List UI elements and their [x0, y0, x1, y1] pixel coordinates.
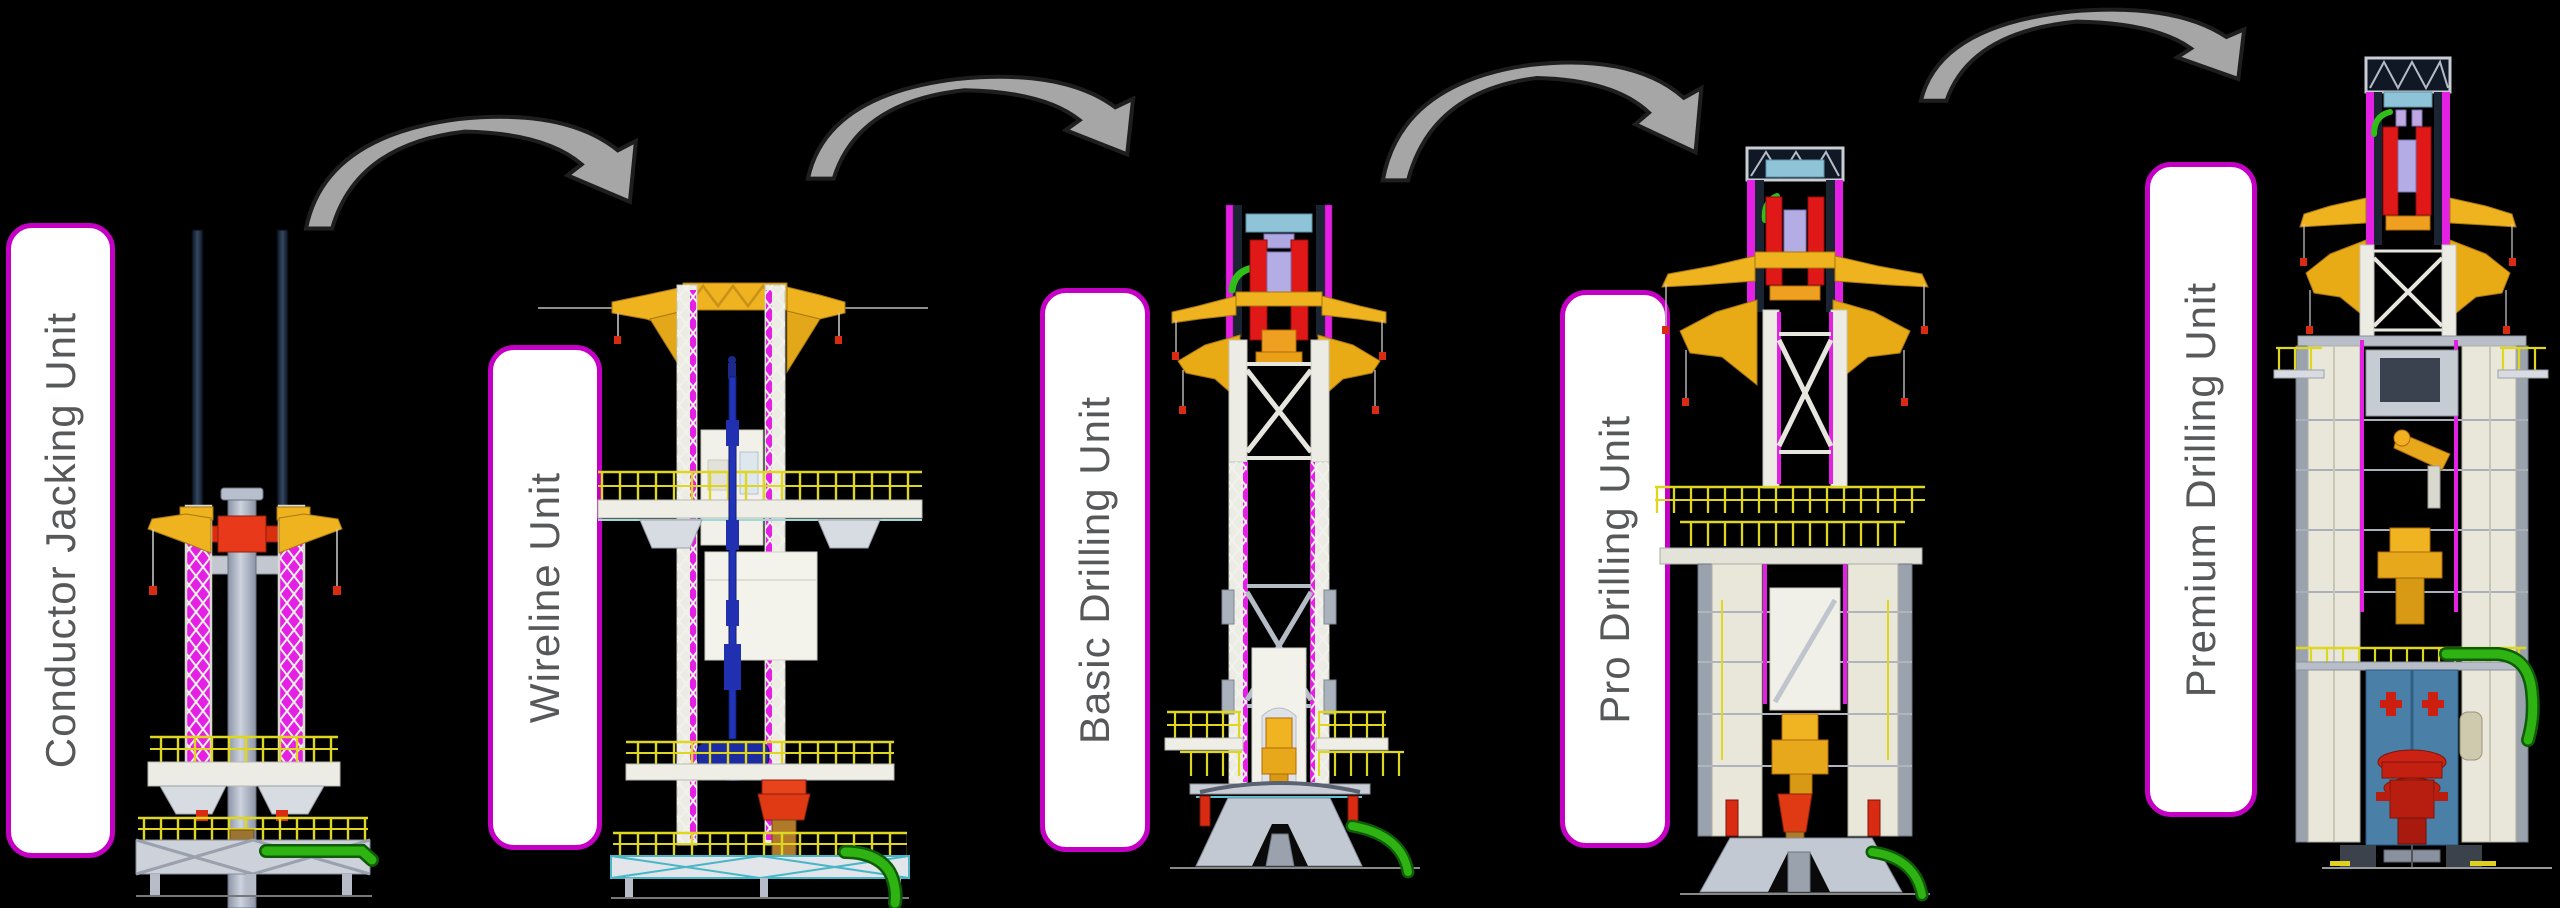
mast-x-brace — [2359, 244, 2457, 337]
premium-drilling-unit-illustration — [2273, 56, 2552, 869]
upper-mast — [1747, 159, 1843, 312]
service-loop-hose — [2371, 109, 2393, 137]
base-skid — [610, 831, 910, 899]
basic-drilling-unit-illustration — [1164, 204, 1420, 879]
unit-label-text: Basic Drilling Unit — [1071, 395, 1118, 745]
crown-arm-right — [786, 286, 846, 374]
crown-arm-left — [611, 286, 684, 374]
crane-arm-right — [276, 506, 343, 595]
base-feet — [2322, 845, 2552, 869]
crane-arm-left — [147, 506, 214, 595]
progression-arrow-3 — [1375, 50, 1715, 182]
pro-drilling-unit-illustration — [1655, 146, 1930, 902]
unit-label-pro-drilling: Pro Drilling Unit — [1560, 290, 1670, 848]
top-drive-cylinder — [1249, 239, 1268, 341]
bop-stack — [2376, 749, 2448, 845]
unit-label-basic-drilling: Basic Drilling Unit — [1040, 288, 1150, 852]
upper-mast — [2366, 91, 2450, 245]
base-structure — [1170, 781, 1420, 869]
lower-platform — [625, 740, 895, 781]
upper-platform — [597, 470, 923, 549]
side-platform-left — [1164, 710, 1244, 776]
racker-arms-lower — [2305, 239, 2511, 334]
racker-arms-lower — [1679, 299, 1911, 406]
upper-mast — [1225, 204, 1333, 346]
base-skid — [1680, 837, 1930, 895]
service-loop-hose — [1228, 264, 1256, 294]
upper-deck — [1655, 485, 1925, 565]
top-drive-cylinder — [1765, 196, 1783, 286]
crown-block — [2364, 56, 2452, 94]
unit-label-text: Premium Drilling Unit — [2177, 281, 2224, 698]
elevator-links — [1261, 329, 1297, 353]
top-drive-cylinder — [2415, 126, 2432, 216]
conductor-jacking-unit-illustration — [135, 229, 379, 908]
substructure — [1697, 563, 1913, 837]
wireline-unit-illustration — [538, 282, 928, 908]
rotary-machine — [2377, 527, 2443, 625]
mast-x-brace — [1762, 309, 1848, 489]
pipe-handler — [2393, 429, 2451, 509]
side-platform-right — [1315, 710, 1404, 776]
unit-label-text: Pro Drilling Unit — [1591, 414, 1638, 724]
work-platform — [147, 735, 341, 821]
bop-bay — [2365, 669, 2483, 846]
progression-arrow-1 — [298, 105, 650, 230]
top-drive-cylinder — [1807, 196, 1825, 286]
racker-arms-lower — [1177, 329, 1381, 414]
progression-arrow-2 — [800, 66, 1147, 180]
base-skid — [135, 816, 372, 897]
top-drive-body — [2397, 139, 2417, 193]
progression-arrow-4 — [1913, 0, 2258, 102]
mast-lower — [1221, 461, 1337, 789]
top-drive-cylinder — [2382, 126, 2399, 216]
iron-roughneck — [1771, 713, 1829, 795]
balcony-left — [2273, 346, 2325, 379]
mast-leg-left — [676, 284, 698, 846]
lower-enclosure — [704, 551, 818, 661]
iron-roughneck — [1261, 717, 1297, 789]
balcony-right — [2497, 346, 2549, 379]
unit-label-premium-drilling: Premium Drilling Unit — [2145, 162, 2257, 817]
unit-label-text: Conductor Jacking Unit — [36, 312, 84, 769]
accumulator-bottle — [2459, 711, 2483, 761]
racker-arms-upper — [2299, 197, 2517, 266]
substructure — [2273, 335, 2549, 843]
racker-arms-upper — [1171, 291, 1387, 360]
unit-label-conductor-jacking: Conductor Jacking Unit — [6, 223, 115, 858]
racker-arms-upper — [1661, 251, 1929, 334]
top-drive-cylinder — [1290, 239, 1309, 341]
unit-label-wireline: Wireline Unit — [488, 345, 602, 850]
